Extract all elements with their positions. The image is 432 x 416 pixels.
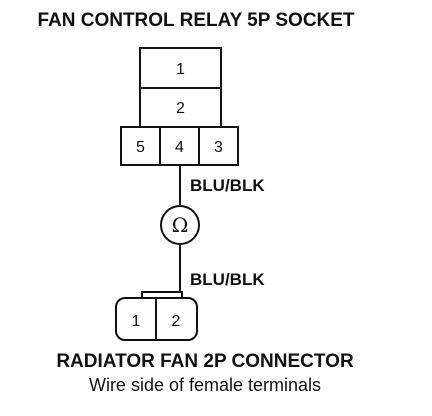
fan-connector-title: RADIATOR FAN 2P CONNECTOR — [56, 351, 354, 372]
fan-pin-label-2: 2 — [172, 313, 181, 330]
relay-pin-cell-1 — [139, 47, 222, 89]
ohmmeter-icon: Ω — [160, 205, 200, 245]
ohmmeter-symbol: Ω — [172, 213, 189, 237]
relay-socket-title: FAN CONTROL RELAY 5P SOCKET — [37, 10, 354, 31]
relay-socket: 1 2 5 4 3 — [120, 47, 239, 166]
fan-connector-subtitle: Wire side of female terminals — [89, 375, 321, 395]
fan-pin-label-1: 1 — [132, 313, 141, 330]
relay-pin-label-2: 2 — [176, 100, 185, 117]
relay-pin-label-5: 5 — [136, 139, 145, 156]
lower-wire-color: BLU/BLK — [190, 270, 265, 289]
relay-pin-label-1: 1 — [176, 61, 185, 78]
relay-pin-cell-5 — [120, 126, 161, 166]
relay-pin-label-4: 4 — [175, 139, 184, 156]
fan-connector: 1 2 — [115, 291, 198, 341]
relay-pin-label-3: 3 — [214, 139, 223, 156]
upper-wire-color: BLU/BLK — [190, 176, 265, 195]
relay-pin-cell-3 — [198, 126, 239, 166]
